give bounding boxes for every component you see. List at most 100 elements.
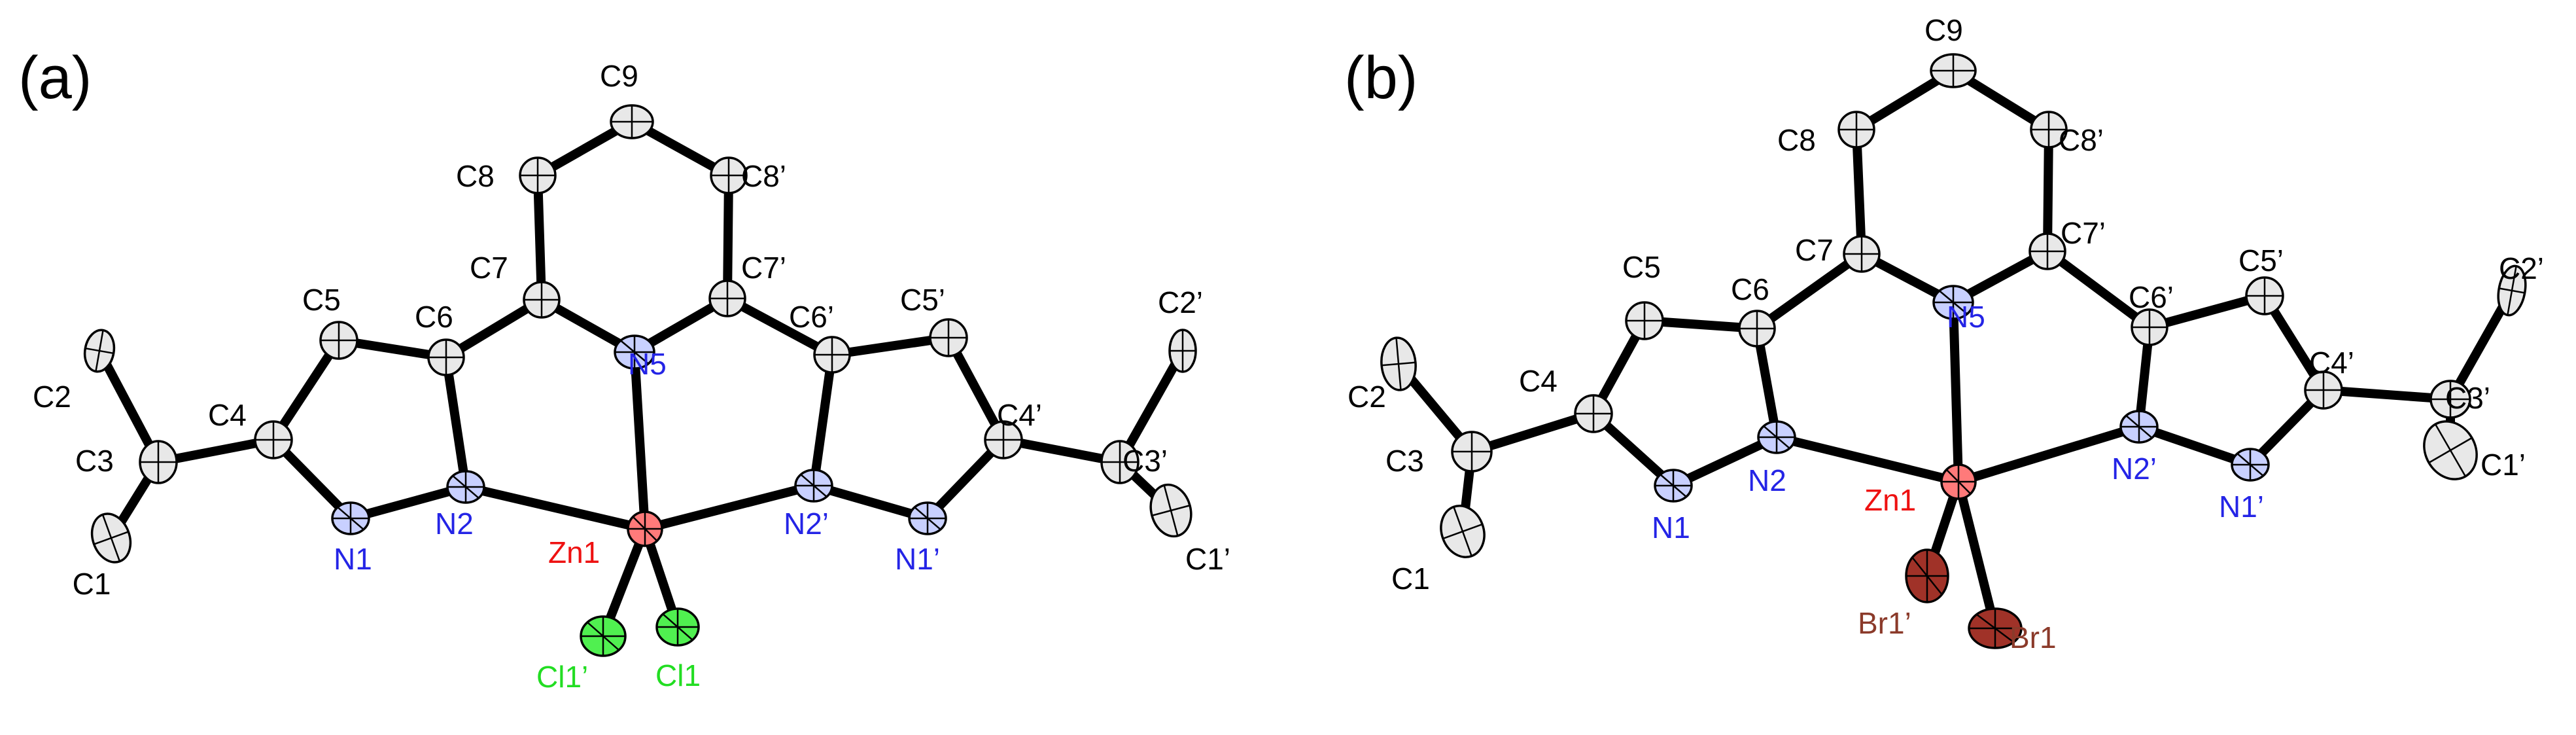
panel-b-bond-n1-n2 [1669, 433, 1781, 490]
panel-b-atom-c5 [1625, 301, 1664, 340]
panel-a-bond-c4-c5 [269, 336, 343, 444]
panel-a-label-c4p: C4’ [997, 398, 1042, 432]
panel-a-label-c7: C7 [470, 251, 508, 285]
panel-b-bond-c6p-c5p [2145, 291, 2269, 332]
panel-b-label-c1p: C1’ [2480, 448, 2526, 482]
panel-a-atom-n1p [908, 501, 947, 535]
panel-b-label-c3p: C3’ [2445, 381, 2490, 415]
panel-b-atom-c3 [1451, 431, 1493, 473]
panel-b-atom-c5p [2245, 276, 2284, 315]
panel-a-atom-x1p [580, 615, 627, 657]
panel-b-label-c4p: C4’ [2309, 346, 2354, 380]
panel-a-atom-x1 [655, 607, 700, 647]
panel-a-atom-c2 [83, 329, 116, 373]
panel-a-atom-c7p [708, 279, 746, 317]
panel-a-atom-c8p [710, 156, 748, 194]
panel-a-atom-c9 [610, 104, 654, 139]
panel-a-atom-c3 [139, 440, 178, 484]
panel-a-label-c5p: C5’ [900, 283, 945, 317]
panel-a-label-c4: C4 [208, 398, 247, 432]
panel-a-label-n5: N5 [628, 347, 667, 381]
panel-b-atom-c6 [1738, 310, 1776, 348]
panel-a-bond-zn1-n2 [461, 482, 650, 533]
panel-b-atom-c2 [1380, 336, 1417, 391]
panel-b-bond-c7-c8 [1852, 125, 1866, 259]
panel-a-label-c2: C2 [33, 380, 71, 414]
panel-a-label-c8: C8 [456, 159, 495, 193]
panel-a-label-c5: C5 [302, 283, 341, 317]
panel-a-bond-c6p-n2p [809, 350, 837, 490]
panel-a-bond-c8p-c7p [723, 171, 733, 303]
panel-b-label-c8: C8 [1777, 123, 1816, 157]
panel-b-bond-zn1-n2 [1772, 433, 1963, 486]
panel-b-label-n1p: N1’ [2219, 490, 2264, 524]
panel-a-atom-n5 [614, 334, 655, 370]
panel-b-atom-c1p [2423, 420, 2478, 480]
panel-b-label-c2p: C2’ [2499, 251, 2544, 285]
panel-a-atom-n2 [446, 470, 485, 504]
panel-b-label-c3: C3 [1385, 444, 1424, 478]
panel-a-label-c7p: C7’ [741, 251, 786, 285]
panel-b-atom-n1p [2231, 448, 2270, 482]
panel-b-label-c6: C6 [1731, 272, 1769, 306]
panel-b-atom-c4p [2304, 370, 2343, 410]
panel-a-label-n2p: N2’ [784, 507, 829, 541]
panel-a-atom-n1 [331, 501, 370, 535]
panel-a-atom-c6 [427, 338, 465, 376]
panel-a-atom-c1p [1149, 483, 1192, 538]
panel-a-label-x1p: Cl1’ [536, 660, 588, 694]
panel-b-bond-zn1-n2p [1954, 422, 2144, 486]
panel-b-atom-c2p [2497, 264, 2527, 317]
panel-b-label-c9: C9 [1924, 13, 1963, 47]
panel-a-bond-c7p-c6p [723, 294, 837, 359]
panel-a-label: (a) [18, 45, 92, 111]
panel-b-atom-x1 [1968, 607, 2023, 649]
panel-a-bond-c6-n2 [442, 353, 470, 492]
panel-a-atom-c5 [319, 321, 358, 360]
panel-b-label-zn1: Zn1 [1864, 483, 1916, 517]
panel-a-atom-c1 [90, 512, 132, 564]
panel-b-label-n5: N5 [1947, 300, 1985, 334]
panel-a-atom-c6p [813, 336, 851, 374]
panel-b-atom-n1 [1654, 469, 1693, 503]
panel-a-atom-c4p [984, 420, 1023, 459]
panel-b-atom-labels: C1C2C3C4C5C6C7C8C9C8’C7’C6’C5’C4’C3’C2’C… [1348, 13, 2544, 654]
panel-b-bond-c6-c7 [1752, 249, 1866, 333]
panel-a-bond-zn1-n2p [640, 481, 818, 533]
panel-a-bond-c4p-c3p [999, 435, 1124, 467]
panel-a-label-c6: C6 [415, 300, 453, 334]
panel-b-label-c1: C1 [1391, 562, 1430, 596]
panel-a-label-zn1: Zn1 [548, 535, 600, 569]
panel-b-atom-c6p [2131, 308, 2168, 346]
panel-b-label-c8p: C8’ [2059, 123, 2104, 157]
panel-a-bond-n2p-n1p [809, 481, 932, 523]
panel-a-bond-c7-c8 [533, 171, 546, 304]
panel-b-bond-zn1-x1 [1954, 477, 2000, 633]
panel-a-label-c2p: C2’ [1158, 285, 1203, 319]
panel-a-atom-c8 [519, 156, 557, 194]
panel-a-atom-n2p [794, 469, 833, 503]
panel-b-label-n2p: N2’ [2112, 452, 2157, 486]
panel-a-label-c1p: C1’ [1185, 542, 1230, 576]
panel-b-bond-n2p-n1p [2134, 422, 2255, 469]
panel-a-label-c1: C1 [73, 567, 111, 601]
panel-b-atom-zn1 [1940, 463, 1977, 500]
panel-b-label-c5: C5 [1622, 250, 1661, 284]
panel-b-bond-c7p-c6p [2043, 247, 2154, 332]
panel-b-atom-c4 [1574, 394, 1613, 433]
panel-a-atom-c3p [1100, 440, 1140, 484]
panel-a-atom-c2p [1168, 329, 1197, 373]
panel-b-atom-c3p [2429, 380, 2471, 419]
panel-a-bond-zn1-n5 [630, 348, 650, 533]
panel-b-structure: (b) C1C2C3C4C5C6C7C8C9C8’C7’C6’C5’C4’C3’… [1344, 13, 2544, 654]
panel-a-label-c9: C9 [600, 59, 638, 93]
panel-b-label-c4: C4 [1519, 364, 1558, 398]
panel-a-label-n1p: N1’ [895, 542, 940, 576]
panel-a-atom-c5p [929, 318, 968, 357]
panel-b-atom-c1 [1440, 505, 1486, 558]
panel-b-atom-n5 [1932, 285, 1974, 320]
panel-b-atom-n2 [1757, 420, 1796, 454]
panel-b-bond-zn1-n5 [1949, 298, 1963, 486]
